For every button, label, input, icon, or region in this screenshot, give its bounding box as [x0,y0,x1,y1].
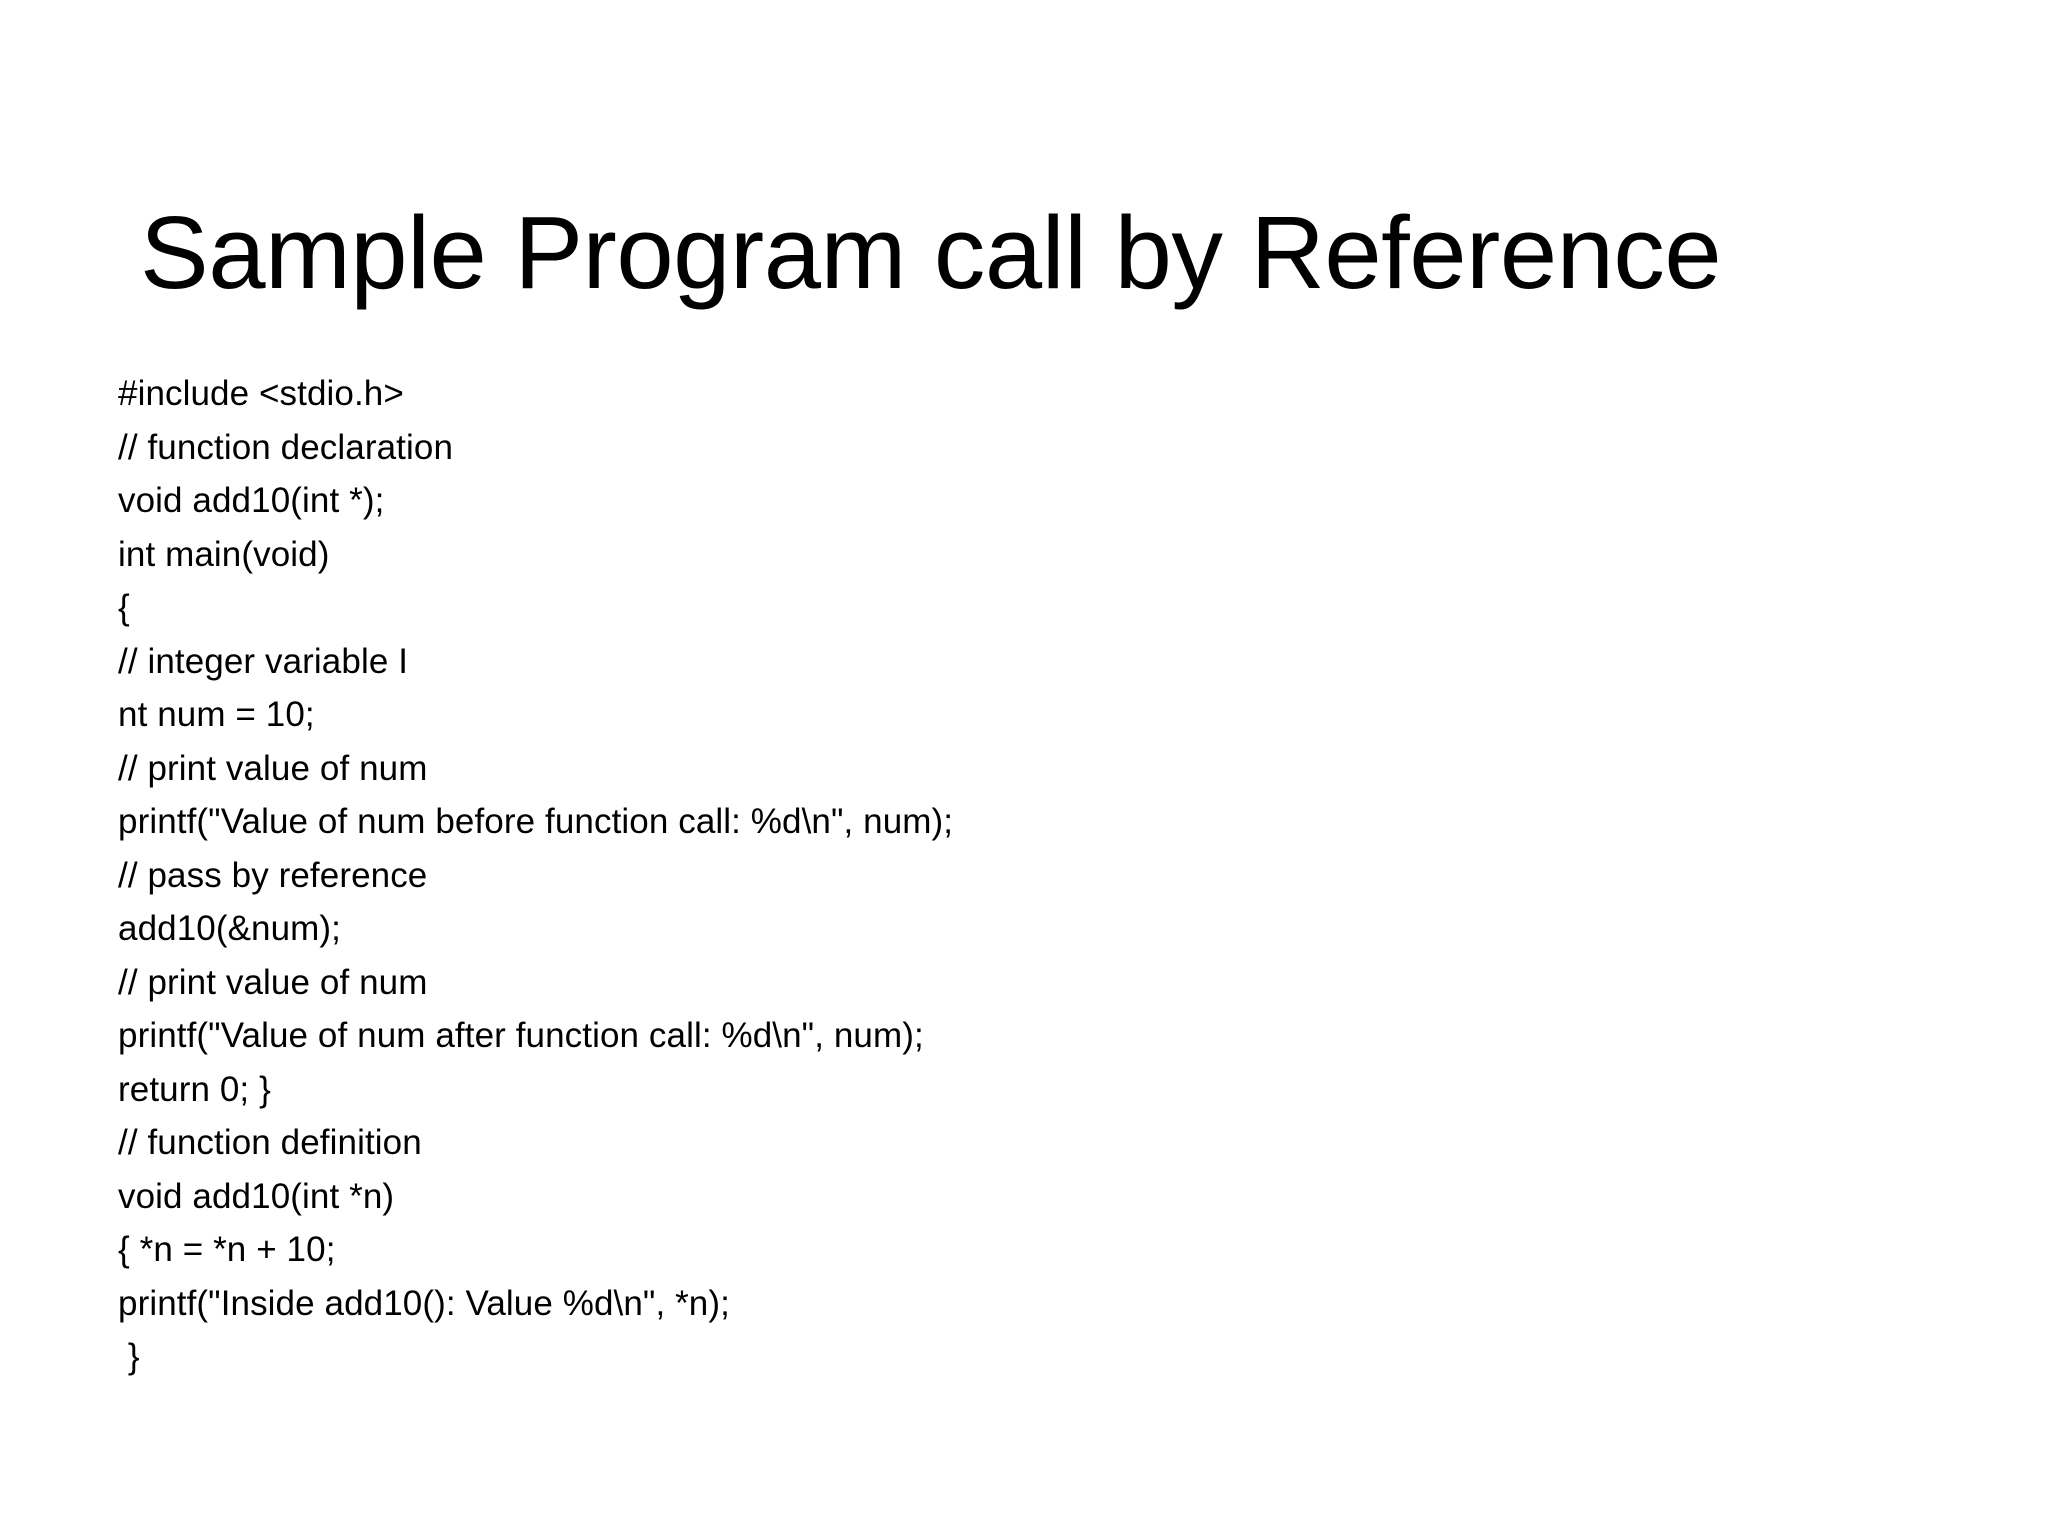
code-line: void add10(int *n) [118,1176,395,1216]
code-block: #include <stdio.h> // function declarati… [118,367,1818,1384]
code-line: void add10(int *); [118,481,385,520]
code-line: // integer variable I [118,641,409,681]
code-line: printf("Value of num before function cal… [118,802,954,841]
code-line: { *n = *n + 10; [118,1230,336,1269]
page-title: Sample Program call by Reference [140,195,1722,310]
code-line: // pass by reference [118,855,428,895]
code-line: add10(&num); [118,909,341,948]
code-line: return 0; } [118,1069,271,1109]
code-line: printf("Inside add10(): Value %d\n", *n)… [118,1283,730,1323]
code-line: } [118,1337,140,1376]
code-line: // print value of num [118,962,428,1002]
code-line: printf("Value of num after function call… [118,1016,924,1055]
code-line: int main(void) [118,534,330,574]
code-line: #include <stdio.h> [118,374,404,413]
code-line: // print value of num [118,748,428,788]
code-line: // function declaration [118,427,454,467]
code-line: // function definition [118,1123,422,1162]
code-line: { [118,588,130,627]
code-line: nt num = 10; [118,695,315,734]
